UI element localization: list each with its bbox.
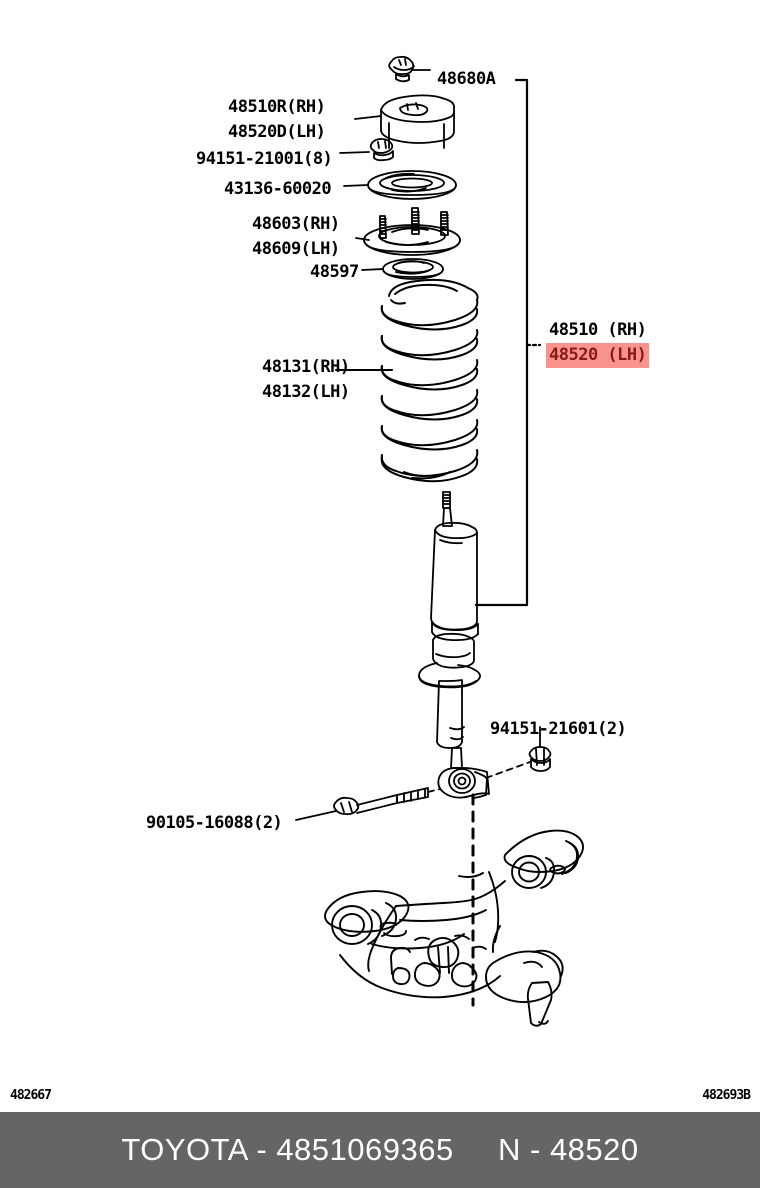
label-48131-48132: 48131(RH) 48132(LH)	[262, 355, 350, 405]
corner-code-bottom-left: 482667	[10, 1088, 52, 1103]
label-48132-line2: 48132(LH)	[262, 382, 350, 402]
part-94151-21001-nut	[339, 138, 394, 162]
label-94151-21001: 94151-21001(8)	[196, 149, 333, 169]
label-48510-48520-highlighted[interactable]: 48510 (RH) 48520 (LH)	[546, 318, 650, 368]
label-43136-60020: 43136-60020	[224, 179, 332, 199]
part-steering-knuckle-assembly	[324, 793, 584, 1027]
label-94151-21601: 94151-21601(2)	[490, 719, 627, 739]
footer-caption-text: TOYOTA - 4851069365 N - 48520	[121, 1132, 638, 1168]
label-48131-line1: 48131(RH)	[262, 357, 350, 377]
diagram-artwork	[295, 55, 584, 1027]
footer-brand: TOYOTA	[121, 1132, 248, 1167]
part-48510-shock-absorber	[418, 491, 490, 799]
label-48609-line2: 48609(LH)	[252, 239, 340, 259]
corner-code-bottom-right: 482693B	[702, 1088, 751, 1103]
part-90105-16088-bolt	[295, 787, 441, 821]
label-48680a: 48680A	[437, 69, 496, 89]
footer-part-number: 4851069365	[276, 1132, 454, 1167]
diagram-canvas: 48680A 48510R(RH) 48520D(LH) 94151-21001…	[10, 55, 751, 1103]
label-48520-lh-highlight: 48520 (LH)	[546, 343, 650, 368]
footer-separator: -	[256, 1132, 268, 1167]
footer-code-separator: -	[529, 1132, 541, 1167]
footer-code-prefix: N	[497, 1132, 521, 1167]
label-48603-line1: 48603(RH)	[252, 214, 340, 234]
part-43136-60020-bearing	[343, 170, 457, 200]
footer-caption-bar: TOYOTA - 4851069365 N - 48520	[0, 1112, 760, 1188]
footer-code-value: 48520	[549, 1132, 639, 1167]
label-48520d-line2: 48520D(LH)	[228, 122, 326, 142]
label-90105-16088: 90105-16088(2)	[146, 813, 283, 833]
part-94151-21601-nut	[485, 726, 552, 779]
part-48510r-bumper	[354, 94, 455, 149]
part-48603-support	[355, 207, 461, 256]
label-48510-rh: 48510 (RH)	[549, 320, 647, 340]
label-48603-48609: 48603(RH) 48609(LH)	[252, 212, 340, 262]
assembly-bracket	[474, 78, 542, 607]
part-48131-coil-spring	[335, 278, 479, 483]
part-48597-seat	[361, 258, 444, 280]
label-48510r-line1: 48510R(RH)	[228, 97, 326, 117]
label-48597: 48597	[310, 262, 359, 282]
part-48680a	[388, 55, 431, 83]
label-48510r-48520d: 48510R(RH) 48520D(LH)	[228, 95, 326, 145]
